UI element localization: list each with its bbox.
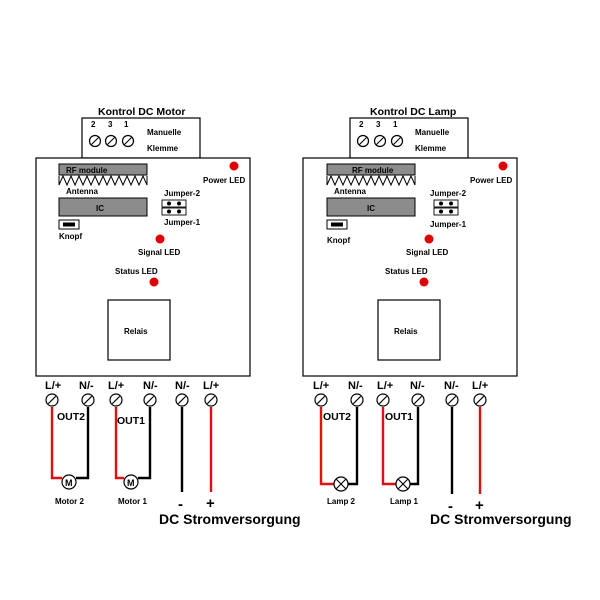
terminal-label-6: L/+ [203,380,219,392]
board-title: Kontrol DC Lamp [370,106,456,118]
status-led-label: Status LED [385,267,428,276]
terminal-screws [314,393,487,407]
terminal-label-4: N/- [143,380,158,392]
ic-label: IC [367,204,375,213]
terminal-label-5: N/- [444,380,459,392]
jumper-1-label: Jumper-1 [430,220,467,229]
jumper-2-label: Jumper-2 [164,189,201,198]
connector-pin-2: 2 [91,120,96,129]
lamp-icon [395,476,411,492]
jumper-1-label: Jumper-1 [164,218,201,227]
relais-box [377,299,441,361]
connector-pin-1: 1 [393,120,398,129]
supply-minus-label: - [178,496,183,513]
jumper-2-label: Jumper-2 [430,189,467,198]
signal-led-label: Signal LED [138,248,180,257]
knopf-button-cap [63,222,75,227]
connector-pin-2: 2 [359,120,364,129]
manual-connector [349,117,469,159]
antenna-label: Antenna [66,187,99,196]
wire-out2-black [348,407,359,486]
terminal-screws [45,393,218,407]
rf-module-label: RF module [352,166,394,175]
power-led [498,161,508,171]
relais-box [107,299,171,361]
klemme-label: Klemme [147,144,179,153]
supply-minus-label: - [448,498,453,515]
antenna-icon [58,174,148,187]
rf-module-label: RF module [66,166,108,175]
connector-screws [356,134,404,148]
relais-label: Relais [394,327,418,336]
wire-out2-red [319,407,334,486]
relais-label: Relais [124,327,148,336]
wire-out1-red [114,407,124,480]
wire-out1-black [138,407,152,480]
supply-plus-label: + [206,495,215,512]
terminal-label-4: N/- [410,380,425,392]
power-led-label: Power LED [470,176,512,185]
klemme-label: Klemme [415,144,447,153]
board-dc-motor: Kontrol DC Motor 2 3 1 Manuelle Klemme R… [35,106,301,527]
lamp-2-label: Lamp 2 [327,497,356,506]
terminal-label-3: L/+ [377,380,393,392]
wire-out2-black [76,407,90,480]
antenna-icon [326,174,416,187]
out2-label: OUT2 [323,411,351,423]
terminal-label-6: L/+ [472,380,488,392]
manuelle-label: Manuelle [147,128,182,137]
signal-led-label: Signal LED [406,248,448,257]
connector-pin-1: 1 [124,120,129,129]
wire-out1-red [381,407,396,486]
manual-connector [81,117,201,159]
signal-led [155,234,165,244]
motor-1-label: Motor 1 [118,497,147,506]
jumper-block [433,199,459,216]
status-led [149,277,159,287]
signal-led [424,234,434,244]
knopf-button-cap [331,222,343,227]
out1-label: OUT1 [385,411,413,423]
knopf-label: Knopf [59,232,82,241]
terminal-label-3: L/+ [108,380,124,392]
terminal-label-2: N/- [348,380,363,392]
lamp-1-label: Lamp 1 [390,497,419,506]
supply-label: DC Stromversorgung [159,511,301,527]
power-led-label: Power LED [203,176,245,185]
board-title: Kontrol DC Motor [98,106,185,118]
terminal-label-1: L/+ [313,380,329,392]
connector-pin-3: 3 [376,120,381,129]
status-led [419,277,429,287]
motor-icon [61,474,77,490]
terminal-label-5: N/- [175,380,190,392]
out2-label: OUT2 [57,411,85,423]
connector-pin-3: 3 [108,120,113,129]
ic-label: IC [96,204,104,213]
power-led [229,161,239,171]
terminal-label-1: L/+ [45,380,61,392]
ic-chip [326,197,416,217]
motor-2-label: Motor 2 [55,497,84,506]
lamp-icon [333,476,349,492]
supply-label: DC Stromversorgung [430,511,572,527]
motor-1-symbol: M [127,478,135,488]
antenna-label: Antenna [334,187,367,196]
supply-plus-label: + [475,497,484,514]
jumper-block [161,199,187,216]
out1-label: OUT1 [117,415,145,427]
manuelle-label: Manuelle [415,128,450,137]
board-dc-lamp: Kontrol DC Lamp 2 3 1 Manuelle Klemme RF… [302,106,572,527]
motor-icon [123,474,139,490]
connector-screws [88,134,135,148]
ic-chip [58,197,148,217]
status-led-label: Status LED [115,267,158,276]
motor-2-symbol: M [65,478,73,488]
wire-out2-red [50,407,62,480]
knopf-label: Knopf [327,236,350,245]
wire-out1-black [410,407,420,486]
terminal-label-2: N/- [79,380,94,392]
